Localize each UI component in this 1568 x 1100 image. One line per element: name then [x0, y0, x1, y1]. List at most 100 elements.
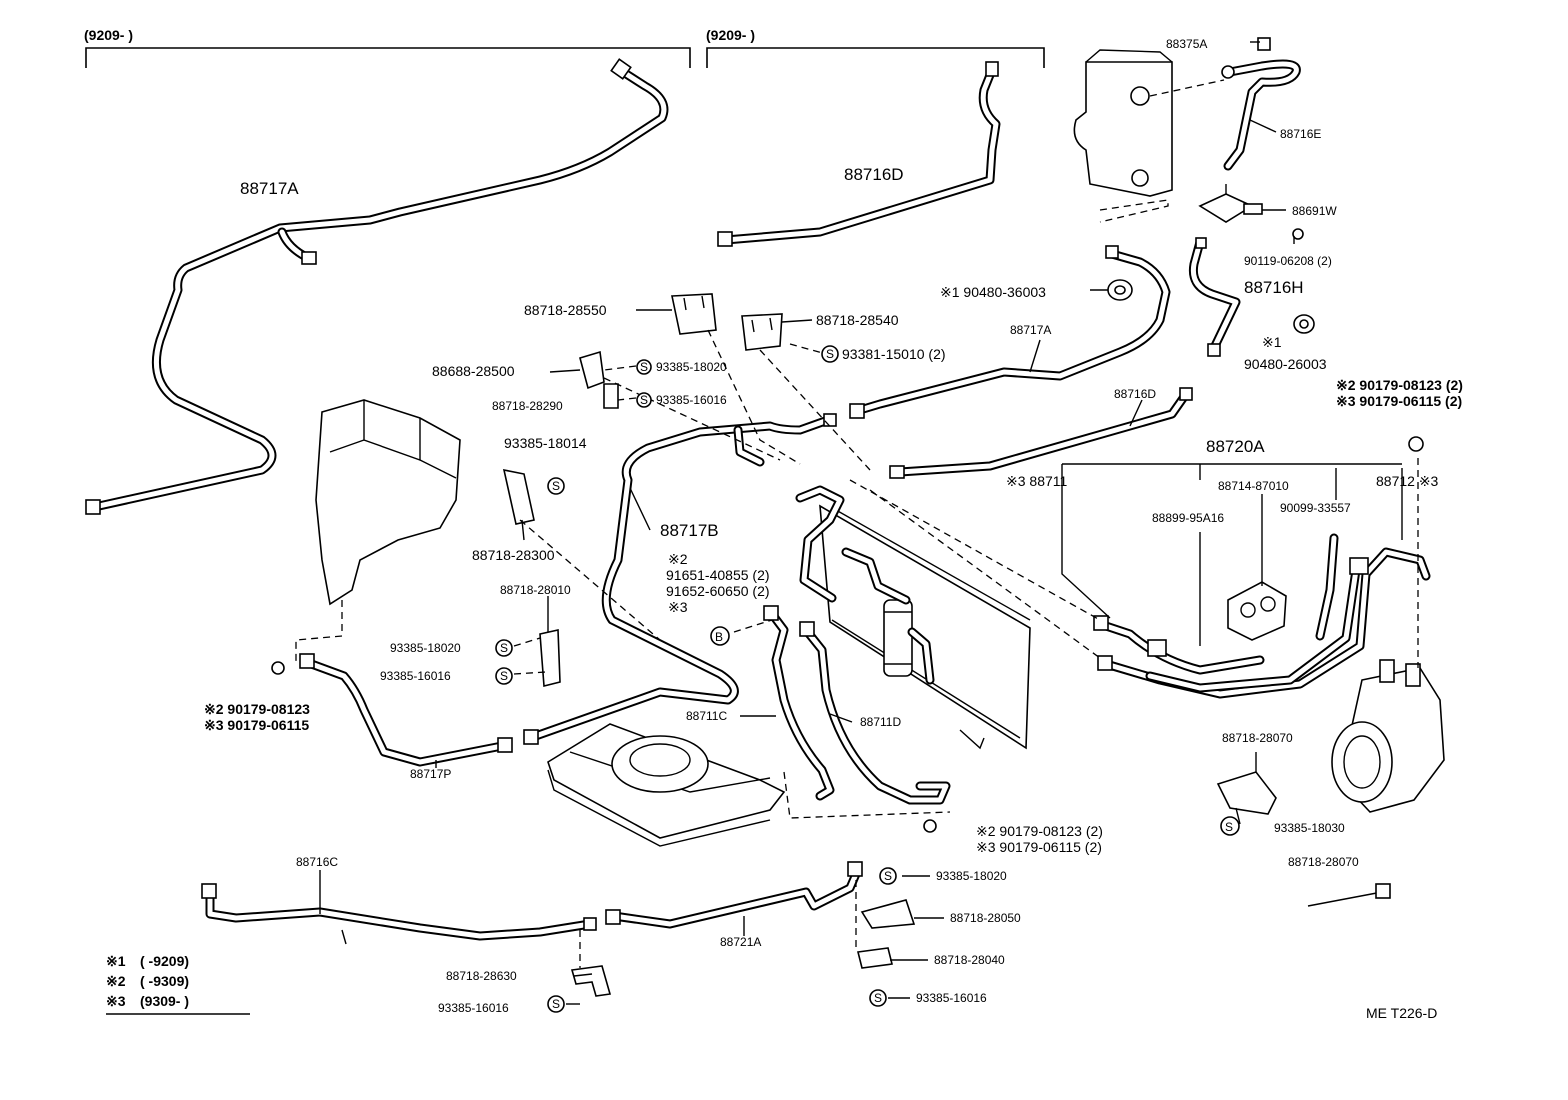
label-88716C: 88716C [296, 855, 338, 869]
legend-range-1: ( -9209) [140, 953, 189, 969]
label-90179-06115-tr: ※3 90179-06115 (2) [1336, 393, 1462, 409]
label-88718-28010: 88718-28010 [500, 583, 571, 597]
pipe-88717A-upper [85, 58, 669, 515]
s-badge-text: S [1225, 820, 1233, 834]
label-93385-18020-b: 93385-18020 [390, 641, 461, 655]
hose-assembly-88720A [1093, 547, 1431, 699]
legend-mark-1: ※1 [106, 953, 126, 969]
label-90099-33557: 90099-33557 [1280, 501, 1351, 515]
legend-mark-2: ※2 [106, 973, 126, 989]
s-badge-93385-18020-b: S [495, 639, 513, 657]
bracket-88718-28040 [857, 947, 893, 969]
pipe-88716D-middle [889, 387, 1193, 479]
dashed-leaders [513, 329, 1101, 968]
pipe-88717P [271, 653, 513, 767]
compressor-mount-block [1073, 49, 1225, 223]
fitting-88691W [1198, 184, 1304, 240]
label-90119-06208: 90119-06208 (2) [1244, 254, 1332, 268]
legend-range-3: (9309- ) [140, 993, 189, 1009]
label-88716D-top: 88716D [844, 165, 904, 184]
part-labels: 88717A 88716D 88375A 88716E 88691W 90119… [204, 37, 1463, 1015]
label-90179-08123-c: ※2 90179-08123 (2) [976, 823, 1103, 839]
label-88711: ※3 88711 [1006, 473, 1068, 489]
condenser-core [795, 485, 1031, 750]
pipe-88716D-upper [717, 61, 1001, 247]
label-88717A-mid: 88717A [1010, 323, 1051, 337]
label-88714-87010: 88714-87010 [1218, 479, 1289, 493]
label-88688-28500: 88688-28500 [432, 363, 515, 379]
s-badge-text: S [500, 669, 508, 683]
pipe-88721A [605, 861, 863, 929]
s-badge-93385-18020-a: S [636, 359, 652, 375]
label-93385-18020-a: 93385-18020 [656, 360, 727, 374]
s-badge-93385-18014: S [547, 477, 565, 495]
label-93381-15010: 93381-15010 (2) [842, 346, 946, 362]
label-93385-18014: 93385-18014 [504, 435, 587, 451]
legend-row-3: ※3 (9309- ) [106, 993, 189, 1009]
bracket-88718-28070-a [1216, 771, 1277, 815]
label-88691W: 88691W [1292, 204, 1337, 218]
s-badge-93381-15010: S [821, 345, 839, 363]
s-badge-text: S [500, 641, 508, 655]
label-90480-26003-mark: ※1 [1262, 334, 1282, 350]
label-88717P: 88717P [410, 767, 451, 781]
label-91651-mark: ※2 [668, 551, 688, 567]
s-badge-text: S [874, 991, 882, 1005]
legend-row-1: ※1 ( -9209) [106, 953, 189, 969]
label-88375A: 88375A [1166, 37, 1207, 51]
clamp-88718-28290 [603, 383, 619, 409]
label-88718-28300: 88718-28300 [472, 547, 555, 563]
label-88718-28040: 88718-28040 [934, 953, 1005, 967]
s-badge-text: S [884, 869, 892, 883]
s-badge-text: S [640, 360, 648, 374]
label-88899-95A16: 88899-95A16 [1152, 511, 1224, 525]
label-88711C: 88711C [686, 709, 727, 723]
label-88718-28550: 88718-28550 [524, 302, 607, 318]
badges: S S S S B S S S S S S [495, 345, 1240, 1013]
leader-heater [295, 600, 343, 664]
s-badge-text: S [826, 347, 834, 361]
heater-unit [315, 399, 461, 606]
bracket-88718-28050 [860, 899, 916, 929]
label-88712: 88712 ※3 [1376, 473, 1439, 489]
pipe-88716E [1221, 37, 1301, 171]
s-badge-text: S [552, 479, 560, 493]
label-88721A: 88721A [720, 935, 761, 949]
label-88718-28290: 88718-28290 [492, 399, 563, 413]
label-93385-18030: 93385-18030 [1274, 821, 1345, 835]
leader-lines [319, 41, 1403, 1005]
diagram-code: ME T226-D [1366, 1005, 1437, 1021]
label-90179-08123-l: ※2 90179-08123 [204, 701, 310, 717]
label-93385-16016-b: 93385-16016 [380, 669, 451, 683]
label-88717B: 88717B [660, 521, 719, 540]
s-badge-93385-16016-c: S [547, 995, 565, 1013]
label-88716D-mid: 88716D [1114, 387, 1156, 401]
label-93385-16016-c: 93385-16016 [438, 1001, 509, 1015]
label-88720A: 88720A [1206, 437, 1265, 456]
pipe-88716H [1188, 237, 1241, 357]
bracket-88718-28010 [539, 629, 561, 688]
grommet-90480-26003 [1293, 314, 1315, 334]
label-88718-28070-b: 88718-28070 [1288, 855, 1359, 869]
label-88718-28050: 88718-28050 [950, 911, 1021, 925]
label-91652-60650: 91652-60650 (2) [666, 583, 770, 599]
label-93385-18020-c: 93385-18020 [936, 869, 1007, 883]
pipe-88716C [201, 883, 597, 945]
hose-90099-33557 [1315, 533, 1339, 641]
legend-mark-3: ※3 [106, 993, 126, 1009]
label-88718-28070-a: 88718-28070 [1222, 731, 1293, 745]
s-badge-text: S [552, 997, 560, 1011]
tie-88718-28070-b [1307, 883, 1391, 907]
pipe-88717A-middle [849, 245, 1171, 419]
s-badge-text: S [640, 393, 648, 407]
bracket-88688-28500 [579, 350, 605, 390]
label-88717A-top: 88717A [240, 179, 299, 198]
label-88716E: 88716E [1280, 127, 1321, 141]
label-91652-mark: ※3 [668, 599, 688, 615]
b-badge-text: B [715, 630, 723, 644]
label-88718-28540: 88718-28540 [816, 312, 899, 328]
label-90179-08123-tr: ※2 90179-08123 (2) [1336, 377, 1463, 393]
cushion-88714-87010 [1227, 581, 1287, 641]
s-badge-93385-18020-c: S [879, 867, 897, 885]
